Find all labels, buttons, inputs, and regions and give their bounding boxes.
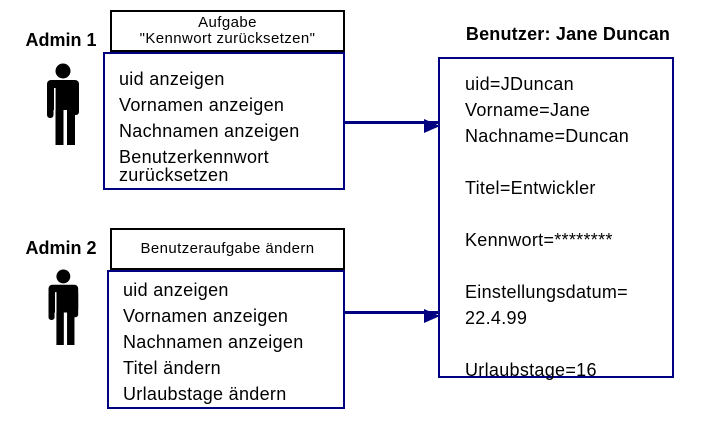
user-attribute-line: Titel=Entwickler [465, 178, 596, 198]
permission-item: Nachnamen anzeigen [119, 121, 300, 141]
arrow-task2-to-user [345, 308, 440, 323]
arrow-task1-to-user [345, 118, 440, 133]
arrowhead-icon [424, 118, 440, 133]
user-attribute-line [465, 201, 668, 227]
user-attribute-line: Einstellungsdatum= [465, 282, 628, 302]
user-attribute-line [465, 149, 668, 175]
user-attribute-line: Nachname=Duncan [465, 126, 630, 146]
user-attribute-line: 22.4.99 [465, 308, 528, 328]
permission-item: uid anzeigen [123, 280, 229, 300]
admin-2-label: Admin 2 [25, 238, 97, 258]
task-1-header-line: Aufgabe [198, 14, 257, 31]
permission-item: Nachnamen anzeigen [123, 332, 304, 352]
admin-1-person-icon [47, 63, 79, 145]
admin-1: Admin 1 [20, 30, 102, 145]
user-title: Benutzer: Jane Duncan [465, 24, 671, 44]
user-attribute-line: uid=JDuncan [465, 74, 574, 94]
permission-item: Titel ändern [123, 358, 221, 378]
user-attribute-line [465, 253, 668, 279]
task-1-header-line: "Kennwort zurücksetzen" [139, 30, 316, 47]
permission-item: uid anzeigen [119, 69, 225, 89]
user-attribute-line: Kennwort=******** [465, 230, 613, 250]
permission-item: Benutzerkennwort zurücksetzen [119, 147, 269, 185]
user-attribute-line [465, 331, 668, 357]
task-2-header-line: Benutzeraufgabe ändern [140, 240, 315, 257]
arrowhead-icon [424, 308, 440, 323]
admin-2-person-icon [48, 269, 78, 345]
permission-item: Vornamen anzeigen [119, 95, 285, 115]
task-1-header: Aufgabe"Kennwort zurücksetzen" [110, 10, 345, 52]
admin-1-label: Admin 1 [25, 30, 97, 50]
user-attribute-line: Vorname=Jane [465, 100, 591, 120]
task-2-header: Benutzeraufgabe ändern [110, 228, 345, 270]
user-attribute-line: Urlaubstage=16 [465, 360, 597, 380]
admin-2: Admin 2 [21, 238, 101, 345]
permission-item: Urlaubstage ändern [123, 384, 287, 404]
permission-item: Vornamen anzeigen [123, 306, 289, 326]
